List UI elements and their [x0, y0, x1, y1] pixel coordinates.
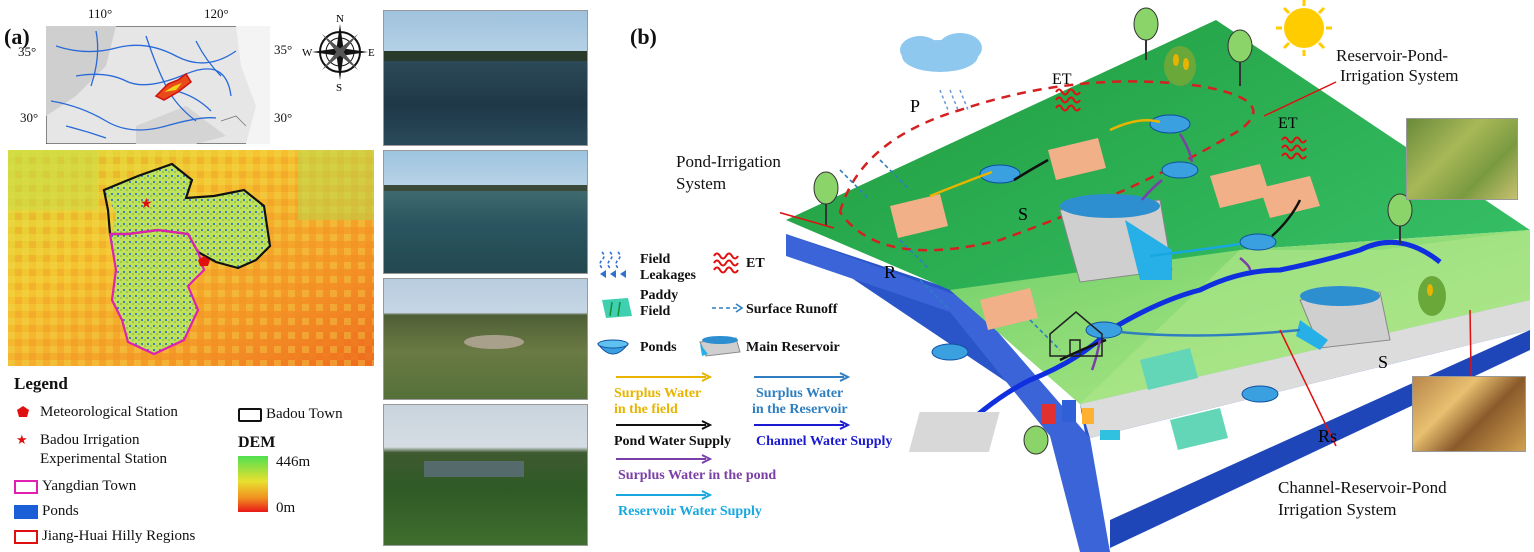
star-icon: ★ [16, 432, 28, 447]
location-map [46, 26, 270, 144]
main-reservoir-lower [1296, 286, 1391, 350]
rice-photo [1406, 118, 1518, 200]
label-et-1: ET [1052, 71, 1072, 88]
pond-photo-3 [383, 278, 588, 400]
compass-rose-icon: N S E W [302, 13, 375, 92]
rain-cloud-icon [900, 33, 982, 111]
pond-photo-4 [383, 404, 588, 546]
system-label-reservoir-pond-2: Irrigation System [1340, 66, 1459, 85]
legend-met-station: Meteorological Station [40, 404, 178, 420]
pond-photo-1 [383, 10, 588, 146]
et-icon [713, 252, 739, 274]
lat-35-right-label: 35° [274, 42, 293, 57]
pond-photo-2 [383, 150, 588, 274]
legend-surplus-res-1: Surplus Water [756, 386, 844, 401]
system-label-channel-2: Irrigation System [1278, 500, 1397, 519]
legend-paddy-1: Paddy [640, 288, 679, 303]
surplus-reservoir-arrow-icon [754, 372, 851, 382]
label-et-2: ET [1278, 115, 1298, 132]
surplus-pond-arrow-icon [616, 454, 713, 464]
legend-paddy-2: Field [640, 304, 671, 319]
pond-supply-arrow-icon [616, 420, 713, 430]
house-icon [1049, 311, 1103, 357]
reservoir-supply-arrow-icon [616, 490, 713, 500]
legend-title: Legend [14, 374, 68, 393]
channel-supply-arrow-icon [754, 420, 851, 430]
compass-e: E [368, 47, 375, 59]
legend-badou-town: Badou Town [266, 406, 343, 422]
legend-surplus-pond: Surplus Water in the pond [618, 468, 777, 483]
dem-map: ★ [8, 150, 374, 366]
main-reservoir-icon [699, 336, 741, 357]
legend-channel-supply: Channel Water Supply [756, 434, 893, 449]
field-leakages-icon [599, 251, 626, 278]
legend-badou-station-2: Experimental Station [40, 451, 168, 467]
legend-ponds-b: Ponds [640, 340, 677, 355]
legend-field-1: Field [640, 252, 671, 267]
label-s-1: S [1018, 204, 1028, 224]
legend-ponds: Ponds [42, 503, 79, 519]
system-label-pond-irrigation-1: Pond-Irrigation [676, 152, 781, 171]
legend-surplus-field-1: Surplus Water [614, 386, 702, 401]
dem-title: DEM [238, 434, 276, 451]
town-icon [908, 400, 1120, 452]
legend-surplus-field-2: in the field [614, 402, 678, 417]
system-label-reservoir-pond-1: Reservoir-Pond- [1336, 46, 1449, 65]
corn-photo [1412, 376, 1526, 452]
surplus-field-arrow-icon [616, 372, 713, 382]
legend-runoff: Surface Runoff [746, 302, 838, 317]
label-r: R [884, 262, 896, 282]
legend-yangdian: Yangdian Town [42, 478, 137, 494]
yangdian-swatch [14, 480, 38, 494]
label-p: P [910, 96, 920, 116]
badou-town-swatch [238, 408, 262, 422]
legend-jiang-huai: Jiang-Huai Hilly Regions [42, 528, 196, 544]
met-station-icon [17, 406, 29, 417]
panel-b-label: (b) [630, 24, 657, 49]
lon-110-label: 110° [88, 6, 113, 21]
label-rs: Rs [1318, 426, 1337, 446]
lat-30-left-label: 30° [20, 110, 39, 125]
lon-120-label: 120° [204, 6, 229, 21]
legend-pond-supply: Pond Water Supply [614, 434, 731, 449]
compass-w: W [302, 47, 313, 59]
legend-main-reservoir: Main Reservoir [746, 340, 840, 355]
legend-field-2: Leakages [640, 268, 696, 283]
main-reservoir-upper [1059, 194, 1173, 283]
paddy-field-icon [602, 298, 632, 318]
compass-s: S [336, 82, 342, 92]
lat-35-left-label: 35° [18, 44, 37, 59]
lat-30-right-label: 30° [274, 110, 293, 125]
surface-runoff-icon [712, 303, 744, 313]
label-s-2: S [1378, 352, 1388, 372]
system-label-pond-irrigation-2: System [676, 174, 727, 193]
dem-colorbar [238, 456, 268, 512]
system-label-channel-1: Channel-Reservoir-Pond [1278, 478, 1447, 497]
panel-a-label: (a) [4, 24, 30, 49]
badou-station-marker: ★ [140, 197, 153, 212]
sun-icon [1276, 0, 1332, 56]
met-station-marker [198, 256, 210, 266]
legend-reservoir-supply: Reservoir Water Supply [618, 504, 762, 519]
pond-icon [596, 339, 630, 355]
legend-et: ET [746, 256, 765, 271]
dem-max-label: 446m [276, 454, 311, 470]
legend-surplus-res-2: in the Reservoir [752, 402, 848, 417]
jiang-huai-swatch [14, 530, 38, 544]
dem-min-label: 0m [276, 500, 296, 516]
ponds-swatch [14, 505, 38, 519]
compass-n: N [336, 13, 344, 25]
legend-badou-station-1: Badou Irrigation [40, 432, 140, 448]
